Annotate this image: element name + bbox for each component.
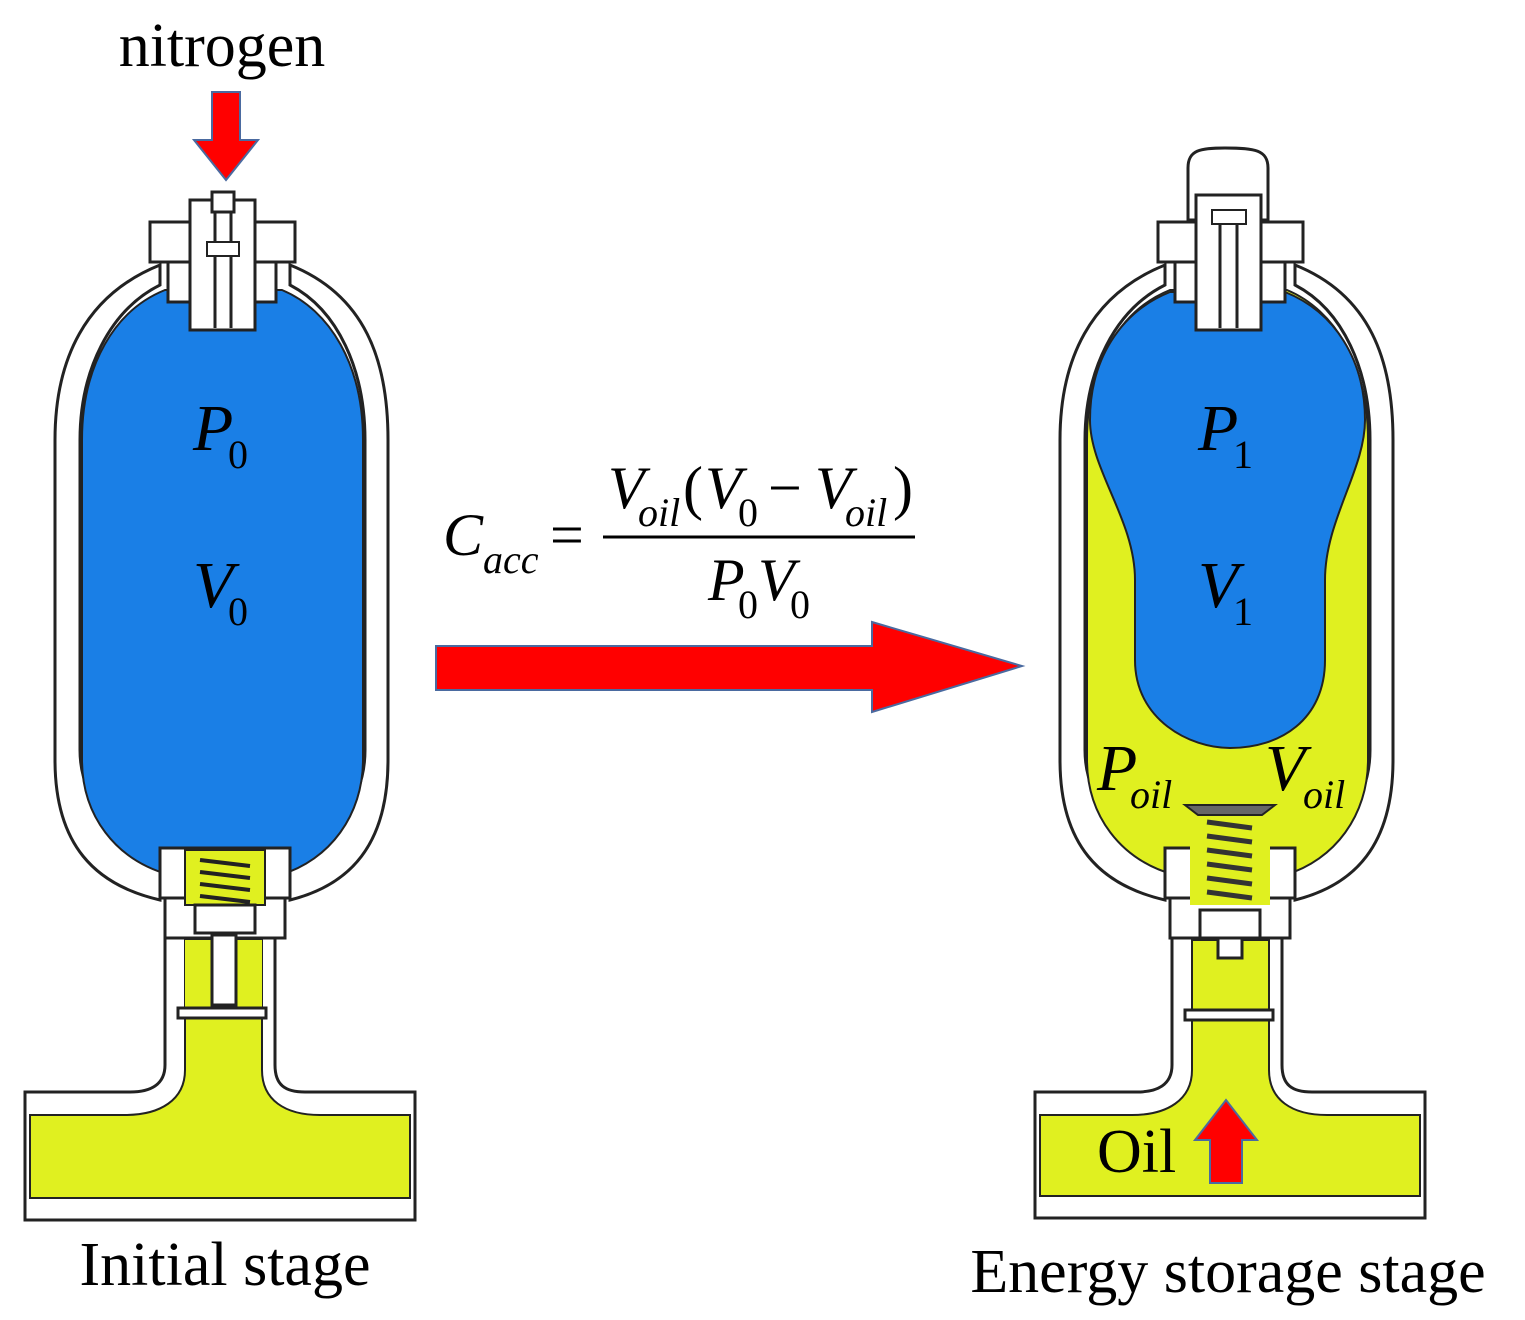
left-shell-outer-r (288, 262, 390, 902)
svg-text:oil: oil (638, 490, 680, 535)
svg-text:oil: oil (1303, 772, 1345, 817)
svg-text:oil: oil (1130, 772, 1172, 817)
svg-text:0: 0 (738, 582, 758, 627)
right-shell-outer (1058, 262, 1167, 902)
svg-text:acc: acc (483, 537, 539, 582)
svg-text:V: V (815, 455, 858, 521)
right-oil-port (1039, 939, 1421, 1197)
left-shell-outer (53, 262, 162, 902)
label-voil: V oil (1265, 732, 1345, 817)
svg-text:=: = (550, 502, 584, 568)
svg-text:P: P (1096, 732, 1137, 805)
svg-text:V: V (758, 547, 801, 613)
right-shell-outer-r (1293, 262, 1395, 902)
nitrogen-label: nitrogen (119, 12, 326, 80)
right-spring (1206, 819, 1253, 901)
svg-text:(: ( (683, 455, 703, 521)
svg-text:1: 1 (1233, 589, 1253, 634)
left-spring (199, 858, 251, 904)
svg-text:): ) (893, 455, 913, 521)
svg-text:V: V (193, 549, 240, 622)
label-v0: V 0 (193, 549, 248, 634)
svg-text:0: 0 (228, 432, 248, 477)
label-v1: V 1 (1198, 549, 1253, 634)
svg-text:0: 0 (738, 490, 758, 535)
svg-text:P: P (1197, 392, 1238, 465)
svg-text:0: 0 (790, 582, 810, 627)
svg-text:C: C (443, 502, 484, 568)
svg-text:1: 1 (1233, 432, 1253, 477)
svg-text:P: P (192, 392, 233, 465)
svg-text:0: 0 (228, 589, 248, 634)
left-oil-port (29, 939, 411, 1199)
initial-stage-accumulator (23, 190, 417, 1222)
storage-stage-accumulator (1033, 146, 1427, 1220)
svg-text:V: V (705, 455, 748, 521)
right-gas-bladder (1088, 291, 1367, 750)
label-poil: P oil (1096, 732, 1172, 817)
initial-stage-caption: Initial stage (80, 1231, 371, 1299)
nitrogen-arrow (191, 91, 261, 182)
svg-text:V: V (1198, 549, 1245, 622)
oil-label: Oil (1097, 1118, 1176, 1186)
storage-stage-caption: Energy storage stage (970, 1238, 1485, 1306)
right-poppet-head (1182, 804, 1278, 816)
label-p1: P 1 (1197, 392, 1253, 477)
transition-arrow (435, 620, 1026, 714)
svg-text:V: V (608, 455, 651, 521)
svg-text:oil: oil (845, 490, 887, 535)
svg-text:−: − (768, 455, 802, 521)
svg-text:V: V (1265, 732, 1312, 805)
label-p0: P 0 (192, 392, 248, 477)
oil-arrow (1192, 1098, 1260, 1184)
capacity-formula: C acc = V oil ( V 0 − V oil ) P 0 V 0 (443, 455, 915, 627)
svg-text:P: P (707, 547, 745, 613)
